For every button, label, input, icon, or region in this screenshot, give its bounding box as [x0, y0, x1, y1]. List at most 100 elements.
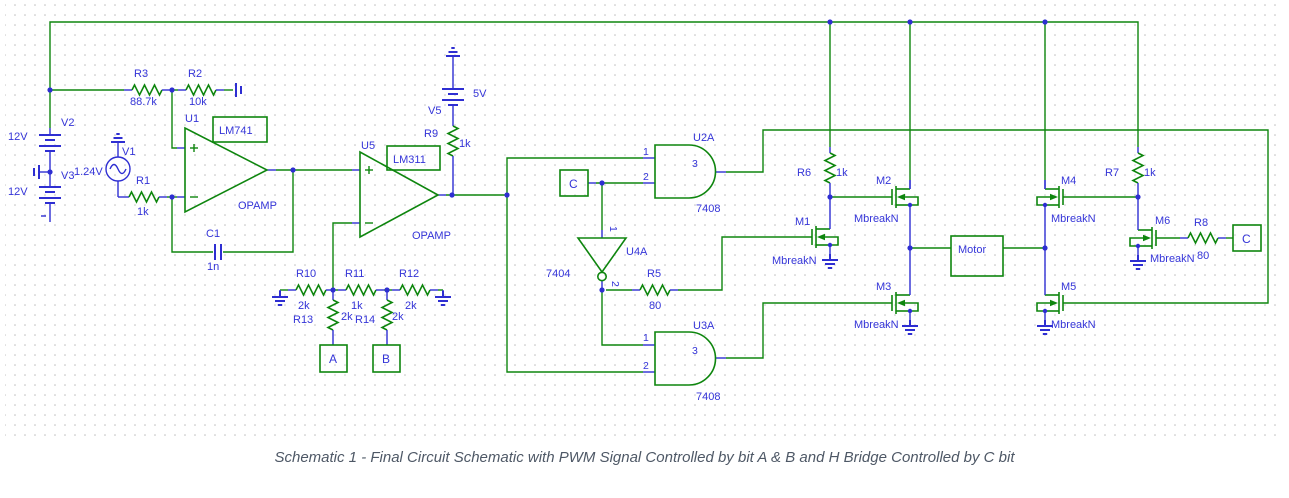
resistor-R11: R11 1k [338, 268, 384, 312]
resistor-R5: R5 80 [632, 268, 678, 312]
port-A: A [319, 344, 348, 373]
mosfet-M1: M1 MbreakN [772, 216, 839, 269]
wire-layer [49, 21, 1269, 373]
port-B: B [372, 344, 401, 373]
motor-label: Motor [958, 244, 986, 256]
figure-caption: Schematic 1 - Final Circuit Schematic wi… [274, 449, 1015, 466]
port-B-label: B [382, 352, 390, 366]
resistor-R12-value: 2k [405, 300, 417, 312]
resistor-R2: R2 10k [178, 68, 224, 108]
resistor-R9-value: 1k [459, 138, 471, 150]
source-V1: V1 1.24V [74, 133, 135, 197]
resistor-R11-ref: R11 [345, 268, 364, 280]
capacitor-C1-value: 1n [207, 261, 219, 273]
source-V3-ref: V3 [61, 170, 74, 182]
mosfet-M6-ref: M6 [1155, 215, 1170, 227]
resistor-R12-ref: R12 [399, 268, 419, 280]
resistor-R3-ref: R3 [134, 68, 148, 80]
opamp-U5: U5 LM311 OPAMP [359, 140, 451, 242]
resistor-R14-value: 2k [392, 311, 404, 323]
port-C-right-label: C [1242, 232, 1251, 246]
resistor-R10-ref: R10 [296, 268, 316, 280]
resistor-R12: R12 2k [392, 268, 438, 312]
source-V1-ref: V1 [122, 146, 135, 158]
opamp-U5-ref: U5 [361, 140, 375, 152]
resistor-R2-value: 10k [189, 96, 207, 108]
resistor-R2-ref: R2 [188, 68, 202, 80]
opamp-U1: U1 LM741 OPAMP [184, 113, 277, 214]
source-V2: 12V V2 [8, 117, 74, 172]
opamp-U1-part: LM741 [219, 125, 253, 137]
mosfet-M1-model: MbreakN [772, 255, 817, 267]
mosfet-M2-ref: M2 [876, 175, 891, 187]
mosfet-M2-model: MbreakN [854, 213, 899, 225]
inverter-U4A-ref: U4A [626, 246, 648, 258]
resistor-R14-ref: R14 [355, 314, 375, 326]
and-gate-U2A-part: 7408 [696, 203, 720, 215]
resistor-R13-value: 2k [341, 311, 353, 323]
resistor-R6-ref: R6 [797, 167, 811, 179]
mosfet-M4-model: MbreakN [1051, 213, 1096, 225]
mosfet-M3: M3 MbreakN [854, 281, 919, 335]
source-V3: 12V V3 [8, 170, 74, 222]
and-gate-U3A-part: 7408 [696, 391, 720, 403]
capacitor-C1: C1 1n [206, 228, 222, 273]
and-gate-U3A-ref: U3A [693, 320, 715, 332]
mosfet-M4: M4 MbreakN [1036, 175, 1096, 225]
resistor-R1: R1 1k [118, 175, 167, 218]
junction-dots [47, 19, 1141, 293]
circuit-canvas: 12V V2 12V V3 V1 1.24V 5V V5 U1 [5, 4, 1284, 441]
resistor-R7: R7 1k [1105, 147, 1156, 197]
mosfet-M6-model: MbreakN [1150, 253, 1195, 265]
and-gate-U2A-pin1: 1 [643, 146, 649, 158]
resistor-R8-value: 80 [1197, 250, 1209, 262]
and-gate-U3A-pin1: 1 [643, 332, 649, 344]
mosfet-M2: M2 MbreakN [854, 175, 919, 225]
and-gate-U3A-pin3: 3 [692, 345, 698, 357]
resistor-R3: R3 88.7k [124, 68, 170, 108]
motor-block: Motor [950, 235, 1004, 277]
mosfet-M5-model: MbreakN [1051, 319, 1096, 331]
resistor-R1-value: 1k [137, 206, 149, 218]
resistor-R14: R14 2k [355, 290, 404, 345]
mosfet-M3-ref: M3 [876, 281, 891, 293]
resistor-R5-ref: R5 [647, 268, 661, 280]
and-gate-U2A-ref: U2A [693, 132, 715, 144]
inverter-U4A: U4A 7404 1 2 [546, 226, 648, 287]
resistor-R8: R8 80 [1180, 217, 1226, 262]
offpage-connector-top [235, 83, 242, 97]
resistor-R7-value: 1k [1144, 167, 1156, 179]
port-C-left-label: C [569, 177, 578, 191]
source-V3-value: 12V [8, 186, 28, 198]
resistor-R6-value: 1k [836, 167, 848, 179]
and-gate-U3A: U3A 7408 1 2 3 [643, 320, 720, 403]
source-V5-value: 5V [473, 88, 487, 100]
and-gate-U2A: U2A 7408 1 2 3 [643, 132, 720, 215]
mosfet-M3-model: MbreakN [854, 319, 899, 331]
resistor-R10-value: 2k [298, 300, 310, 312]
and-gate-U2A-pin3: 3 [692, 158, 698, 170]
mosfet-M6: M6 MbreakN [1129, 215, 1195, 270]
opamp-U1-type: OPAMP [238, 200, 277, 212]
and-gate-U2A-pin2: 2 [643, 171, 649, 183]
inverter-U4A-pin1: 1 [607, 226, 619, 232]
source-V2-value: 12V [8, 131, 28, 143]
source-V5-ref: V5 [428, 105, 441, 117]
opamp-U5-type: OPAMP [412, 230, 451, 242]
dot-grid-background [5, 4, 1284, 441]
resistor-R3-value: 88.7k [130, 96, 157, 108]
inverter-U4A-pin2: 2 [609, 281, 621, 287]
resistor-R8-ref: R8 [1194, 217, 1208, 229]
mosfet-M5: M5 MbreakN [1036, 281, 1096, 335]
resistor-R13-ref: R13 [293, 314, 313, 326]
source-V1-value: 1.24V [74, 166, 103, 178]
port-C-right: C [1232, 224, 1262, 252]
opamp-U1-ref: U1 [185, 113, 199, 125]
resistor-R7-ref: R7 [1105, 167, 1119, 179]
port-C-left: C [559, 169, 589, 197]
mosfet-M4-ref: M4 [1061, 175, 1076, 187]
resistor-R11-value: 1k [351, 300, 363, 312]
resistor-R5-value: 80 [649, 300, 661, 312]
opamp-U5-part: LM311 [393, 154, 426, 166]
